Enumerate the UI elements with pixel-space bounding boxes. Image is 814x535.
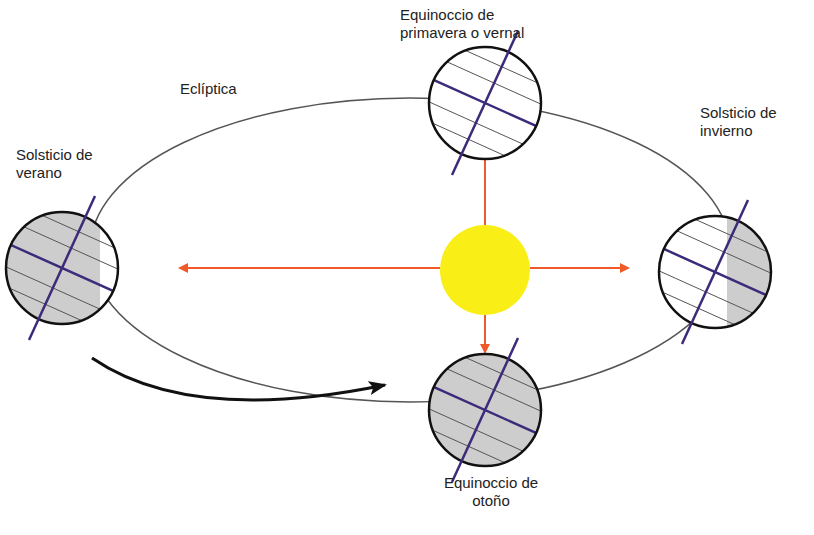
latitude-lines [0, 200, 148, 336]
sun [440, 225, 530, 315]
earth-axis [452, 338, 518, 482]
motion-arrow [92, 358, 385, 400]
earth [629, 200, 802, 344]
season-label: Equinoccio de primavera o vernal [400, 6, 550, 42]
earth-axis [29, 196, 95, 340]
sun-ray [530, 267, 628, 269]
earth [399, 31, 572, 175]
earth-axis [452, 31, 518, 175]
season-label: Eclíptica [180, 80, 300, 98]
earth [399, 338, 572, 482]
sun-ray [484, 315, 486, 352]
day-side [100, 208, 125, 328]
earth [0, 196, 148, 340]
sun-ray [180, 267, 440, 269]
ecliptic-orbit [90, 98, 730, 402]
earth-axis [682, 200, 748, 344]
season-label: Equinoccio de otoño [432, 474, 550, 510]
season-label: Solsticio de verano [16, 146, 114, 182]
season-label: Solsticio de invierno [700, 104, 800, 140]
